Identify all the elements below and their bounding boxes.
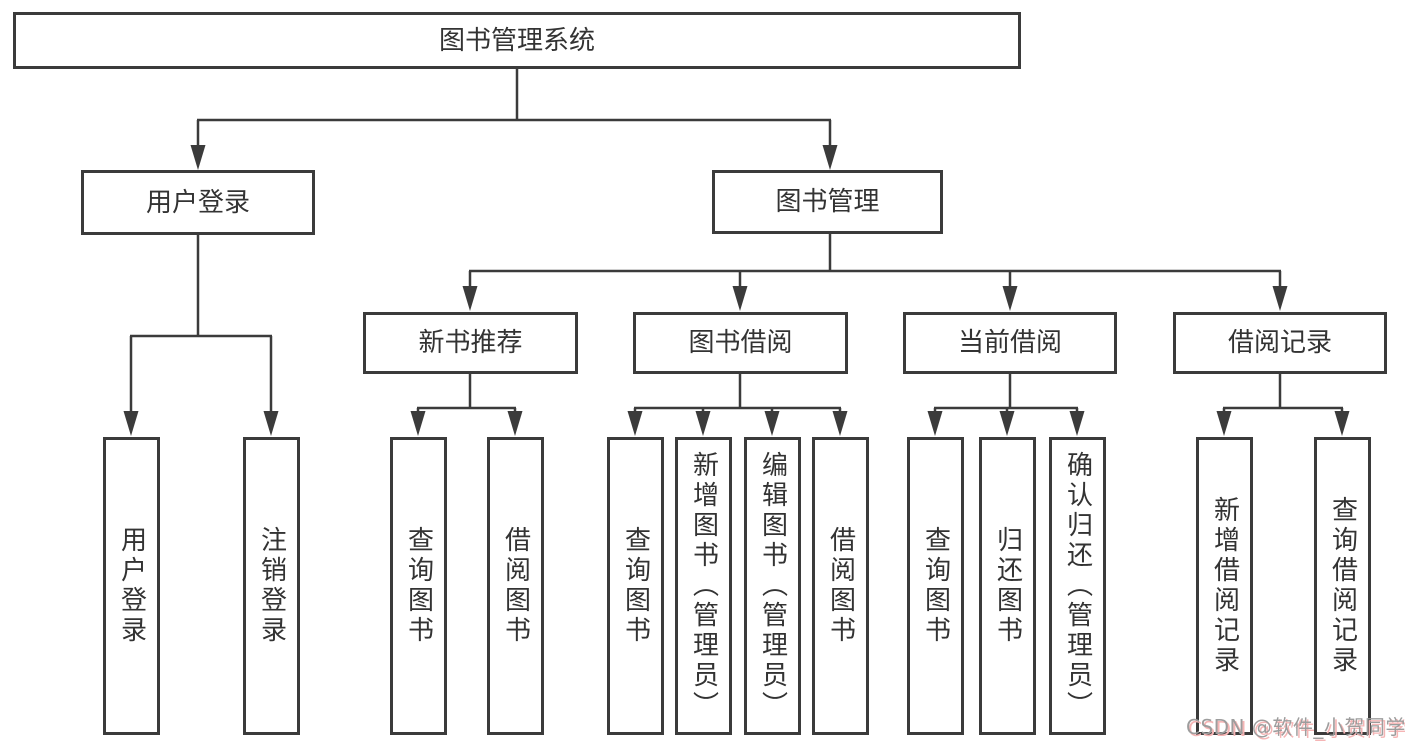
arrowhead bbox=[732, 286, 748, 311]
arrowhead bbox=[1002, 286, 1018, 311]
arrowhead bbox=[263, 411, 279, 436]
leaf-query-borrow-record: 查询借阅记录 bbox=[1314, 437, 1371, 735]
leaf-return-books: 归还图书 bbox=[979, 437, 1036, 735]
node-current-borrowing: 当前借阅 bbox=[903, 312, 1117, 374]
arrowhead bbox=[123, 411, 139, 436]
leaf-label: 新增图书（管理员） bbox=[688, 451, 719, 721]
leaf-label: 查询图书 bbox=[403, 526, 434, 646]
node-borrowing-records: 借阅记录 bbox=[1173, 312, 1387, 374]
arrowhead bbox=[822, 145, 838, 170]
node-book-borrowing: 图书借阅 bbox=[633, 312, 848, 374]
node-label: 用户登录 bbox=[145, 187, 250, 218]
leaf-label: 借阅图书 bbox=[825, 526, 856, 646]
arrowhead bbox=[190, 145, 206, 170]
arrowhead bbox=[1216, 411, 1232, 436]
node-label: 图书管理 bbox=[775, 187, 880, 217]
leaf-label: 查询图书 bbox=[920, 526, 951, 646]
arrowhead bbox=[410, 411, 426, 436]
leaf-label: 查询借阅记录 bbox=[1327, 496, 1358, 676]
leaf-label: 用户登录 bbox=[116, 526, 147, 646]
arrowhead bbox=[927, 411, 943, 436]
node-label: 图书借阅 bbox=[688, 328, 793, 358]
connector-user-login bbox=[129, 234, 273, 413]
leaf-label: 注销登录 bbox=[256, 526, 287, 646]
leaf-logout-login: 注销登录 bbox=[243, 437, 300, 735]
leaf-label: 归还图书 bbox=[992, 526, 1023, 646]
leaf-add-borrow-record: 新增借阅记录 bbox=[1196, 437, 1253, 735]
leaf-label: 编辑图书（管理员） bbox=[757, 451, 788, 721]
leaf-label: 确认归还（管理员） bbox=[1062, 451, 1093, 721]
arrowhead bbox=[832, 411, 848, 436]
leaf-add-books-admin: 新增图书（管理员） bbox=[675, 437, 732, 735]
arrowhead bbox=[764, 411, 780, 436]
connector-borrowing-records bbox=[1222, 374, 1344, 413]
leaf-query-books-recommend: 查询图书 bbox=[390, 437, 447, 735]
leaf-borrow-books-recommend: 借阅图书 bbox=[487, 437, 544, 735]
leaf-label: 查询图书 bbox=[620, 526, 651, 646]
leaf-user-login: 用户登录 bbox=[103, 437, 160, 735]
node-label: 图书管理系统 bbox=[438, 25, 595, 56]
leaf-confirm-return-admin: 确认归还（管理员） bbox=[1049, 437, 1106, 735]
leaf-borrow-books-borrowing: 借阅图书 bbox=[812, 437, 869, 735]
arrowhead bbox=[1272, 286, 1288, 311]
leaf-label: 借阅图书 bbox=[500, 526, 531, 646]
arrowhead bbox=[1069, 411, 1085, 436]
node-label: 当前借阅 bbox=[957, 328, 1062, 358]
arrowhead bbox=[462, 286, 478, 311]
node-user-login: 用户登录 bbox=[81, 170, 315, 235]
node-library-management-system: 图书管理系统 bbox=[13, 12, 1021, 69]
node-new-book-recommendation: 新书推荐 bbox=[363, 312, 578, 374]
connector-root bbox=[196, 68, 832, 147]
arrowhead bbox=[695, 411, 711, 436]
arrowhead bbox=[507, 411, 523, 436]
arrowhead bbox=[999, 411, 1015, 436]
watermark: CSDN @软件_小贺同学 bbox=[1186, 715, 1405, 739]
connector-book-management bbox=[468, 234, 1282, 288]
leaf-edit-books-admin: 编辑图书（管理员） bbox=[744, 437, 801, 735]
node-book-management: 图书管理 bbox=[712, 170, 943, 234]
leaf-query-books-borrowing: 查询图书 bbox=[607, 437, 664, 735]
arrowhead bbox=[1334, 411, 1350, 436]
connector-current-borrowing bbox=[933, 374, 1079, 413]
arrowhead bbox=[627, 411, 643, 436]
node-label: 新书推荐 bbox=[418, 328, 523, 358]
connector-new-book-recommendation bbox=[416, 374, 517, 413]
node-label: 借阅记录 bbox=[1227, 328, 1332, 358]
leaf-query-books-current: 查询图书 bbox=[907, 437, 964, 735]
connector-book-borrowing bbox=[633, 374, 842, 413]
leaf-label: 新增借阅记录 bbox=[1209, 496, 1240, 676]
